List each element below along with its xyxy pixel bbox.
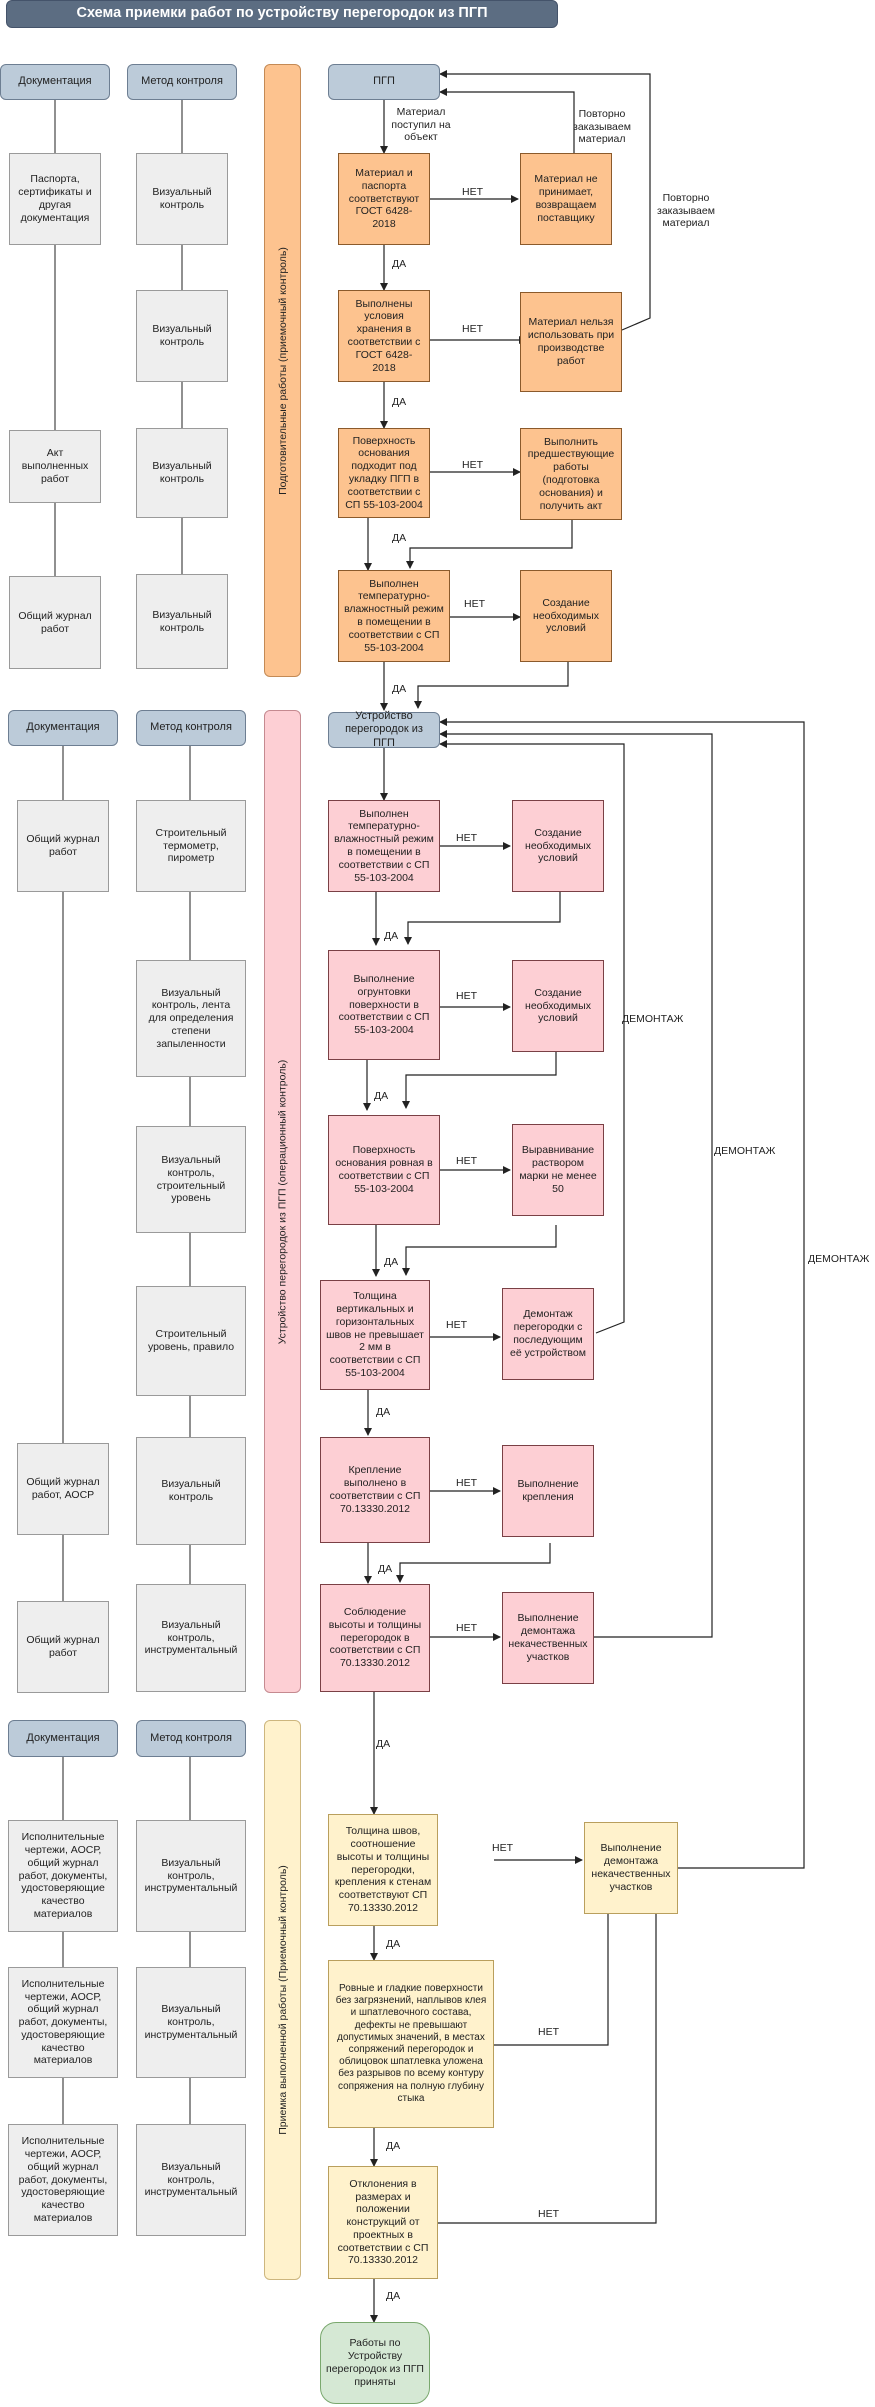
label-no: НЕТ — [456, 990, 477, 1002]
op-do-fastening: Выполнение крепления — [502, 1445, 594, 1537]
label-no: НЕТ — [462, 323, 483, 335]
step-preliminary-works: Выполнить предшествующие работы (подгото… — [520, 428, 622, 520]
header-documentation-2: Документация — [8, 710, 118, 746]
method-visual-instr-1: Визуальный контроль, инструментальный — [136, 1584, 246, 1692]
label-yes: ДА — [384, 1256, 399, 1268]
label-yes: ДА — [378, 1563, 393, 1575]
doc-exec-drawings-2: Исполнительные чертежи, АОСР, общий журн… — [8, 1967, 118, 2078]
label-yes: ДА — [392, 683, 407, 695]
label-yes: ДА — [386, 1938, 401, 1950]
method-dust-tape: Визуальный контроль, лента для определен… — [136, 960, 246, 1077]
op-height-thickness: Соблюдение высоты и толщины перегородок … — [320, 1584, 430, 1692]
label-dismantle-2: ДЕМОНТАЖ — [714, 1145, 776, 1157]
label-no: НЕТ — [456, 1622, 477, 1634]
doc-exec-drawings-3: Исполнительные чертежи, АОСР, общий журн… — [8, 2124, 118, 2236]
header-documentation-3: Документация — [8, 1720, 118, 1757]
phase-installation: Устройство перегородок из ПГП (операцион… — [264, 710, 301, 1693]
label-no: НЕТ — [464, 598, 485, 610]
step-base-surface: Поверхность основания подходит под уклад… — [338, 428, 430, 518]
step-material-passports: Материал и паспорта соответствуют ГОСТ 6… — [338, 153, 430, 245]
label-yes: ДА — [392, 258, 407, 270]
doc-journal-aosr: Общий журнал работ, АОСР — [17, 1443, 109, 1535]
acc-smooth-surfaces: Ровные и гладкие поверхности без загрязн… — [328, 1960, 494, 2128]
label-yes: ДА — [374, 1090, 389, 1102]
phase-preparatory: Подготовительные работы (приемочный конт… — [264, 64, 301, 677]
op-temp-humidity: Выполнен температурно-влажностный режим … — [328, 800, 440, 892]
step-material-unusable: Материал нельзя использовать при произво… — [520, 292, 622, 392]
header-control-method-1: Метод контроля — [127, 64, 237, 100]
label-reorder-1: Повторно заказываем материал — [573, 108, 631, 146]
header-documentation-1: Документация — [0, 64, 110, 100]
label-yes: ДА — [386, 2290, 401, 2302]
acc-deviations: Отклонения в размерах и положении констр… — [328, 2166, 438, 2279]
label-no: НЕТ — [456, 1155, 477, 1167]
acc-dismantle-defects: Выполнение демонтажа некачественных учас… — [584, 1822, 678, 1914]
phase-acceptance: Приемка выполненной работы (Приемочный к… — [264, 1720, 301, 2280]
doc-journal-2: Общий журнал работ — [17, 800, 109, 892]
step-create-conditions-1: Создание необходимых условий — [520, 570, 612, 662]
label-no: НЕТ — [456, 1477, 477, 1489]
label-no: НЕТ — [462, 186, 483, 198]
op-priming: Выполнение огрунтовки поверхности в соот… — [328, 950, 440, 1060]
doc-journal-1: Общий журнал работ — [9, 576, 101, 669]
label-material-arrived: Материал поступил на объект — [391, 106, 451, 144]
method-visual-instr-2: Визуальный контроль, инструментальный — [136, 1820, 246, 1932]
label-yes: ДА — [384, 930, 399, 942]
method-visual-4: Визуальный контроль — [136, 574, 228, 669]
op-base-level: Поверхность основания ровная в соответст… — [328, 1115, 440, 1225]
final-accepted: Работы по Устройству перегородок из ПГП … — [320, 2322, 430, 2404]
op-create-conditions-2: Создание необходимых условий — [512, 960, 604, 1052]
op-fastening: Крепление выполнено в соответствии с СП … — [320, 1437, 430, 1543]
method-level-rule: Строительный уровень, правило — [136, 1286, 246, 1396]
doc-journal-3: Общий журнал работ — [17, 1601, 109, 1693]
header-control-method-3: Метод контроля — [136, 1720, 246, 1757]
label-yes: ДА — [386, 2140, 401, 2152]
label-yes: ДА — [376, 1738, 391, 1750]
method-visual-3: Визуальный контроль — [136, 428, 228, 518]
label-no: НЕТ — [462, 459, 483, 471]
label-dismantle-3: ДЕМОНТАЖ — [808, 1253, 870, 1265]
doc-passports: Паспорта, сертификаты и другая документа… — [9, 153, 101, 245]
label-no: НЕТ — [538, 2208, 559, 2220]
start-pgp: ПГП — [328, 64, 440, 100]
label-no: НЕТ — [446, 1319, 467, 1331]
label-yes: ДА — [376, 1406, 391, 1418]
method-level: Визуальный контроль, строительный уровен… — [136, 1126, 246, 1233]
label-no: НЕТ — [492, 1842, 513, 1854]
method-visual-instr-3: Визуальный контроль, инструментальный — [136, 1967, 246, 2078]
op-create-conditions-1: Создание необходимых условий — [512, 800, 604, 892]
method-visual-2: Визуальный контроль — [136, 290, 228, 382]
acc-seams-fastening: Толщина швов, соотношение высоты и толщи… — [328, 1814, 438, 1926]
doc-work-act: Акт выполненных работ — [9, 430, 101, 503]
header-control-method-2: Метод контроля — [136, 710, 246, 746]
op-leveling-mortar: Выравнивание раствором марки не менее 50 — [512, 1124, 604, 1216]
method-visual-1: Визуальный контроль — [136, 153, 228, 245]
label-yes: ДА — [392, 532, 407, 544]
op-dismantle-defects: Выполнение демонтажа некачественных учас… — [502, 1592, 594, 1684]
step-storage-conditions: Выполнены условия хранения в соответстви… — [338, 290, 430, 382]
label-dismantle-1: ДЕМОНТАЖ — [622, 1013, 684, 1025]
step-temp-humidity-1: Выполнен температурно-влажностный режим … — [338, 570, 450, 662]
doc-exec-drawings-1: Исполнительные чертежи, АОСР, общий журн… — [8, 1820, 118, 1932]
start-installation: Устройство перегородок из ПГП — [328, 710, 440, 749]
page-title: Схема приемки работ по устройству перего… — [6, 0, 558, 28]
method-visual-5: Визуальный контроль — [136, 1437, 246, 1545]
label-no: НЕТ — [456, 832, 477, 844]
label-reorder-2: Повторно заказываем материал — [657, 192, 715, 230]
method-visual-instr-4: Визуальный контроль, инструментальный — [136, 2124, 246, 2236]
label-no: НЕТ — [538, 2026, 559, 2038]
op-joint-thickness: Толщина вертикальных и горизонтальных шв… — [320, 1280, 430, 1390]
step-material-rejected: Материал не принимает, возвращаем постав… — [520, 153, 612, 245]
label-yes: ДА — [392, 396, 407, 408]
op-dismantle-rebuild: Демонтаж перегородки с последующим её ус… — [502, 1288, 594, 1380]
method-thermometer: Строительный термометр, пирометр — [136, 800, 246, 892]
